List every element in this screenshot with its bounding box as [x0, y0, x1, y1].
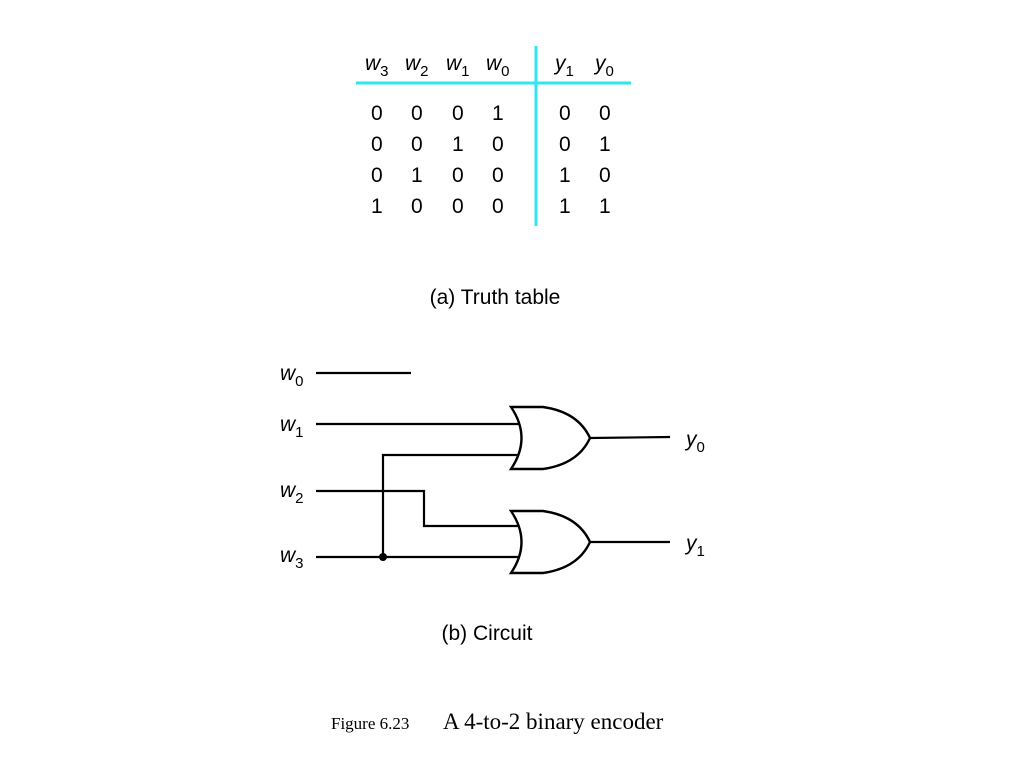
- header-w3: w3: [365, 52, 389, 80]
- header-y0: y0: [593, 52, 614, 80]
- cell: 0: [492, 164, 504, 187]
- cell: 0: [492, 195, 504, 218]
- figure-label: Figure 6.23: [331, 714, 409, 733]
- input-label-w2: w2: [280, 479, 304, 507]
- cell: 1: [452, 133, 464, 156]
- input-label-w1: w1: [280, 413, 304, 441]
- wire-w3-branch: [381, 453, 521, 557]
- header-y1: y1: [553, 52, 574, 80]
- cell: 0: [452, 195, 464, 218]
- wire-y0: [589, 435, 671, 440]
- cell: 0: [599, 164, 611, 187]
- figure-title: A 4-to-2 binary encoder: [443, 709, 664, 734]
- cell: 1: [559, 164, 571, 187]
- junction-dot: [379, 553, 387, 561]
- circuit: w0 w1 w2 w3 y0 y1: [280, 362, 705, 575]
- header-w0: w0: [486, 52, 510, 80]
- truth-table: w3 w2 w1 w0 y1 y0 0 0 0 1 0 0 0 0 1 0 0 …: [356, 46, 631, 226]
- header-w1: w1: [446, 52, 470, 80]
- truth-table-row: 0 0 0 1 0 0: [371, 102, 611, 125]
- input-label-w0: w0: [280, 362, 304, 390]
- cell: 0: [371, 133, 383, 156]
- cell: 0: [452, 102, 464, 125]
- cell: 0: [492, 133, 504, 156]
- cell: 0: [559, 102, 571, 125]
- truth-table-row: 0 0 1 0 0 1: [371, 133, 611, 156]
- cell: 0: [559, 133, 571, 156]
- or-gate-y1: [508, 509, 592, 575]
- output-label-y0: y0: [684, 428, 705, 456]
- cell: 0: [411, 195, 423, 218]
- cell: 0: [452, 164, 464, 187]
- cell: 0: [599, 102, 611, 125]
- cell: 1: [411, 164, 423, 187]
- truth-table-row: 0 1 0 0 1 0: [371, 164, 611, 187]
- truth-table-caption: (a) Truth table: [430, 286, 561, 309]
- cell: 0: [371, 164, 383, 187]
- cell: 1: [599, 133, 611, 156]
- input-label-w3: w3: [280, 544, 304, 572]
- output-label-y1: y1: [684, 532, 705, 560]
- wire-w2: [316, 489, 521, 528]
- cell: 0: [411, 102, 423, 125]
- header-w2: w2: [405, 52, 429, 80]
- cell: 0: [411, 133, 423, 156]
- circuit-caption: (b) Circuit: [441, 622, 532, 645]
- cell: 1: [559, 195, 571, 218]
- truth-table-header: w3 w2 w1 w0 y1 y0: [365, 52, 614, 80]
- cell: 1: [492, 102, 504, 125]
- or-gate-y0: [508, 405, 592, 471]
- truth-table-row: 1 0 0 0 1 1: [371, 195, 611, 218]
- cell: 1: [599, 195, 611, 218]
- cell: 0: [371, 102, 383, 125]
- cell: 1: [371, 195, 383, 218]
